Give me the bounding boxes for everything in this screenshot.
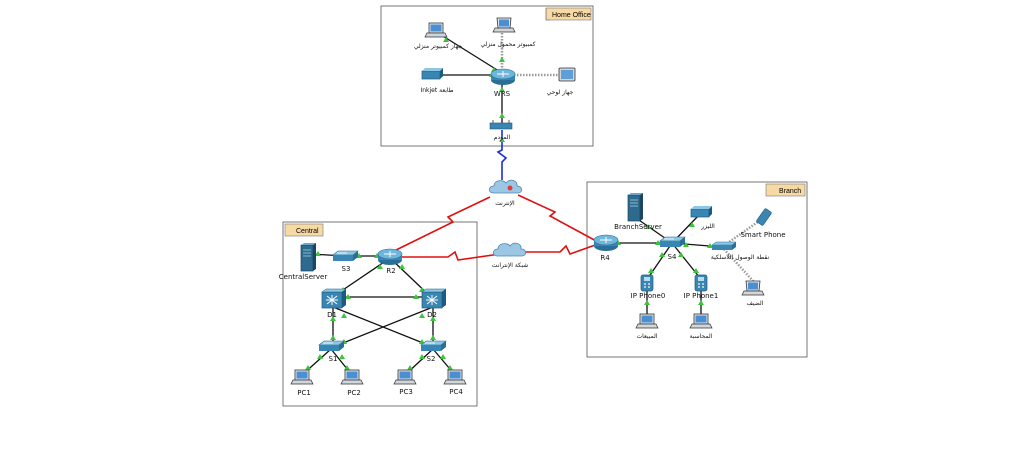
cloud-intranet[interactable]: شبكة الإنترانت xyxy=(492,242,528,269)
svg-text:PC4: PC4 xyxy=(449,388,463,396)
device-branch-server[interactable]: BranchServer xyxy=(614,192,662,231)
link-internet-r4 xyxy=(517,194,599,243)
multilayer-switch-icon xyxy=(421,288,447,309)
svg-text:R2: R2 xyxy=(386,267,395,275)
device-d1[interactable]: D1 xyxy=(321,288,347,319)
area-title-central: Central xyxy=(296,228,319,235)
svg-text:S4: S4 xyxy=(668,253,677,261)
router-icon xyxy=(593,234,619,252)
device-ip-phone0[interactable]: IP Phone0 xyxy=(631,274,666,300)
cloud-internet[interactable]: الإنترنت xyxy=(488,179,523,207)
svg-text:شبكة الإنترانت: شبكة الإنترانت xyxy=(492,262,528,269)
device-home-laptop[interactable]: كمبيوتر محمول منزلي xyxy=(480,17,536,48)
device-s2[interactable]: S2 xyxy=(420,340,447,363)
svg-text:IP Phone1: IP Phone1 xyxy=(684,292,719,300)
svg-text:Inkjet طابعة: Inkjet طابعة xyxy=(420,87,453,94)
link-d2-s1 xyxy=(332,306,434,348)
device-ip-phone1[interactable]: IP Phone1 xyxy=(684,274,719,300)
link-modem-internet xyxy=(496,130,508,180)
device-guest-laptop[interactable]: الضيف xyxy=(741,280,765,307)
printer-icon xyxy=(421,67,444,80)
svg-text:IP Phone0: IP Phone0 xyxy=(631,292,666,300)
svg-text:الليزر: الليزر xyxy=(700,223,715,230)
server-icon xyxy=(627,192,644,222)
svg-text:BranchServer: BranchServer xyxy=(614,223,662,231)
device-r4[interactable]: R4 xyxy=(593,234,619,262)
svg-text:CentralServer: CentralServer xyxy=(279,273,328,281)
area-title-home-office: Home Office xyxy=(552,12,591,19)
link-ap-guest xyxy=(721,246,755,283)
svg-text:المبيعات: المبيعات xyxy=(637,333,658,340)
device-r2[interactable]: R2 xyxy=(377,248,403,275)
svg-text:R4: R4 xyxy=(600,254,610,262)
svg-text:نقطة الوصول اللاسلكية: نقطة الوصول اللاسلكية xyxy=(711,254,770,261)
switch-icon xyxy=(332,250,359,262)
svg-text:S2: S2 xyxy=(427,355,436,363)
switch-icon xyxy=(318,340,345,352)
svg-text:Smart Phone: Smart Phone xyxy=(740,231,785,239)
link-intranet-r4 xyxy=(522,243,599,255)
device-pc1[interactable]: PC1 xyxy=(290,369,314,397)
svg-text:WRS: WRS xyxy=(494,90,511,98)
device-printer[interactable]: Inkjet طابعة xyxy=(420,67,454,94)
device-accounting-pc[interactable]: المحاسبة xyxy=(689,313,713,340)
device-pc2[interactable]: PC2 xyxy=(340,369,364,397)
device-wrs[interactable]: WRS xyxy=(490,68,516,98)
device-sales-pc[interactable]: المبيعات xyxy=(635,313,659,340)
svg-text:المحاسبة: المحاسبة xyxy=(690,333,713,340)
device-tablet[interactable]: جهاز لوحي xyxy=(547,67,576,96)
ip-phone-icon xyxy=(640,274,654,292)
svg-text:PC1: PC1 xyxy=(297,389,311,397)
device-s4[interactable]: S4 xyxy=(659,236,686,261)
svg-text:الضيف: الضيف xyxy=(747,300,764,307)
cloud-icon xyxy=(492,242,527,257)
tablet-icon xyxy=(558,67,576,82)
link-internet-r2 xyxy=(391,196,491,253)
device-laser-printer[interactable]: الليزر xyxy=(690,205,715,230)
router-icon xyxy=(490,68,516,86)
device-s3[interactable]: S3 xyxy=(332,250,359,273)
svg-text:جهاز كمبيوتر منزلي: جهاز كمبيوتر منزلي xyxy=(414,43,462,50)
device-smart-phone[interactable]: Smart Phone xyxy=(740,207,786,239)
printer-icon xyxy=(690,205,713,218)
device-central-server[interactable]: CentralServer xyxy=(279,242,328,281)
device-access-point[interactable]: نقطة الوصول اللاسلكية xyxy=(711,241,770,261)
svg-text:الإنترنت: الإنترنت xyxy=(495,200,515,207)
router-icon xyxy=(377,248,403,266)
svg-text:S3: S3 xyxy=(342,265,351,273)
svg-text:D2: D2 xyxy=(427,311,437,319)
device-pc3[interactable]: PC3 xyxy=(393,369,417,396)
device-pc4[interactable]: PC4 xyxy=(443,369,467,396)
server-icon xyxy=(300,242,317,272)
svg-text:المودم: المودم xyxy=(494,134,511,141)
svg-text:PC3: PC3 xyxy=(399,388,413,396)
svg-text:D1: D1 xyxy=(327,311,337,319)
ip-phone-icon xyxy=(694,274,708,292)
device-modem[interactable]: المودم xyxy=(489,119,513,141)
switch-icon xyxy=(420,340,447,352)
multilayer-switch-icon xyxy=(321,288,347,309)
device-d2[interactable]: D2 xyxy=(421,288,447,319)
link-home-pc-wrs xyxy=(437,32,503,74)
svg-text:PC2: PC2 xyxy=(347,389,361,397)
link-ap-smartphone xyxy=(721,217,763,249)
switch-icon xyxy=(659,236,686,248)
svg-text:S1: S1 xyxy=(329,355,338,363)
link-r2-intranet xyxy=(392,250,501,261)
svg-text:جهاز لوحي: جهاز لوحي xyxy=(547,89,574,96)
area-title-branch: Branch xyxy=(779,188,801,195)
area-home-office: Home Office xyxy=(380,5,594,147)
svg-text:كمبيوتر محمول منزلي: كمبيوتر محمول منزلي xyxy=(480,41,535,48)
cloud-icon xyxy=(488,179,523,194)
device-s1[interactable]: S1 xyxy=(318,340,345,363)
access-point-icon xyxy=(711,241,737,251)
status-alert-icon xyxy=(507,185,513,191)
device-home-pc[interactable]: جهاز كمبيوتر منزلي xyxy=(414,22,462,50)
